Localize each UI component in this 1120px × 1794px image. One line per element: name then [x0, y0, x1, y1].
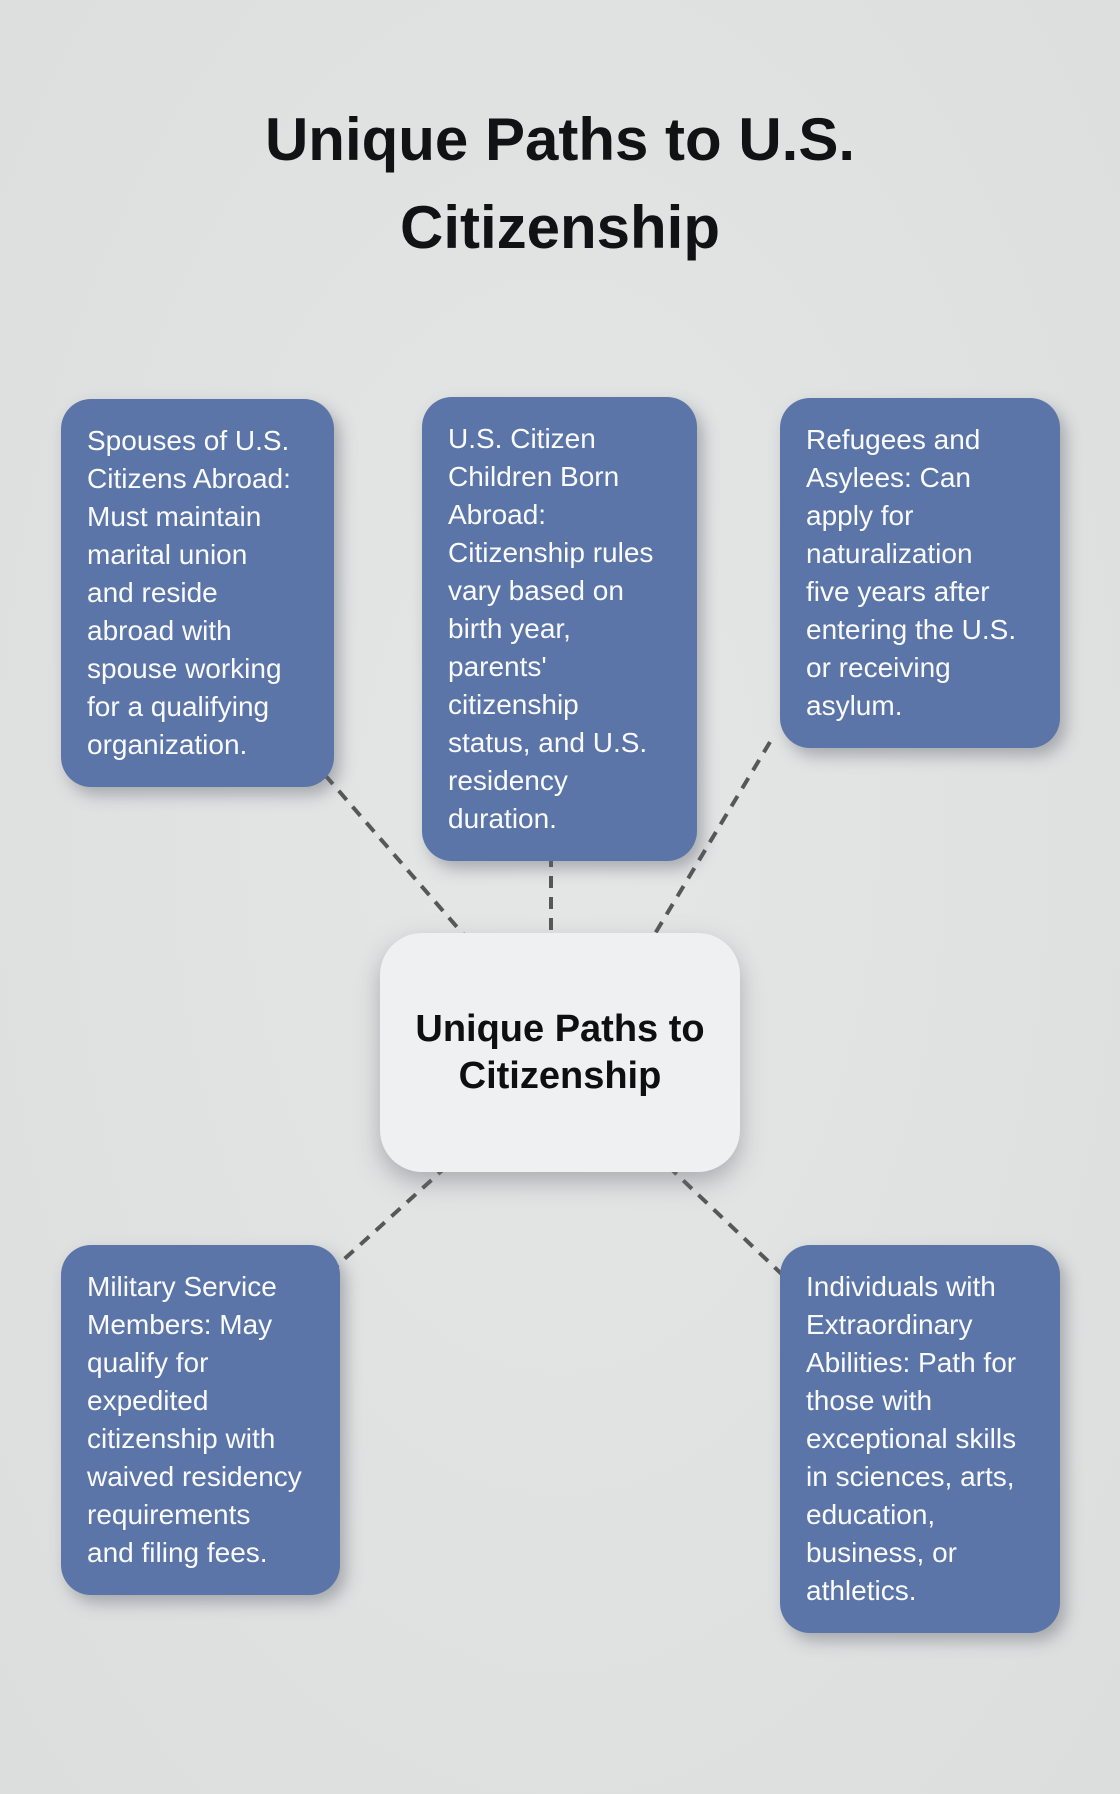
node-military-service-members: Military Service Members: May qualify fo… [61, 1245, 340, 1595]
node-spouses-of-us-citizens-abroad: Spouses of U.S. Citizens Abroad: Must ma… [61, 399, 334, 787]
center-node-unique-paths: Unique Paths to Citizenship [380, 933, 740, 1172]
connector-refugees-to-center [648, 740, 772, 944]
node-refugees-text: Refugees and Asylees: Can apply for natu… [806, 424, 1017, 721]
connector-spouses-to-center [323, 773, 472, 944]
node-military-text: Military Service Members: May qualify fo… [87, 1271, 302, 1568]
node-children-text: U.S. Citizen Children Born Abroad: Citiz… [448, 423, 654, 834]
node-spouses-text: Spouses of U.S. Citizens Abroad: Must ma… [87, 425, 291, 760]
center-node-label: Unique Paths to Citizenship [415, 1007, 705, 1097]
connector-center-to-abilities [666, 1164, 792, 1284]
page-title: Unique Paths to U.S. Citizenship [264, 106, 856, 261]
connector-center-to-military [328, 1164, 449, 1274]
node-individuals-with-extraordinary-abilities: Individuals with Extraordinary Abilities… [780, 1245, 1060, 1633]
node-us-citizen-children-born-abroad: U.S. Citizen Children Born Abroad: Citiz… [422, 397, 697, 861]
node-abilities-text: Individuals with Extraordinary Abilities… [806, 1271, 1017, 1606]
node-refugees-and-asylees: Refugees and Asylees: Can apply for natu… [780, 398, 1060, 748]
